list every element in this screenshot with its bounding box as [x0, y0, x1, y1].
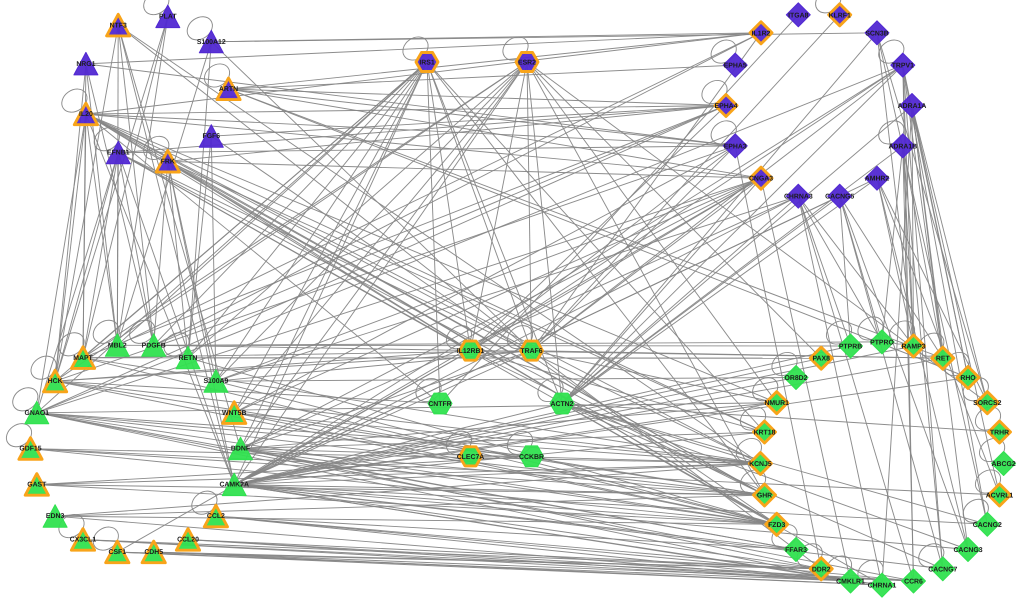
svg-text:DDR2: DDR2 [812, 566, 831, 573]
svg-text:KRT18: KRT18 [754, 430, 776, 437]
svg-text:ESR2: ESR2 [518, 60, 536, 67]
svg-text:TRPV1: TRPV1 [892, 63, 914, 70]
svg-text:PDGFB: PDGFB [142, 342, 166, 349]
svg-text:GAST: GAST [27, 482, 47, 489]
svg-text:ABCG2: ABCG2 [992, 461, 1016, 468]
svg-text:IL20: IL20 [79, 111, 93, 118]
svg-text:ACTN2: ACTN2 [551, 401, 574, 408]
svg-text:CNTFR: CNTFR [428, 401, 451, 408]
svg-text:CHRNA3: CHRNA3 [784, 194, 813, 201]
svg-text:RET: RET [936, 356, 951, 363]
svg-text:CACNG5: CACNG5 [825, 194, 854, 201]
svg-text:ADRA1A: ADRA1A [898, 103, 927, 110]
svg-text:WNT5B: WNT5B [222, 410, 247, 417]
svg-text:CDH5: CDH5 [144, 549, 163, 556]
svg-text:S100A9: S100A9 [203, 378, 228, 385]
svg-text:TRAF6: TRAF6 [520, 348, 542, 355]
svg-text:CACNG3: CACNG3 [953, 547, 982, 554]
svg-text:FFAR3: FFAR3 [785, 547, 807, 554]
svg-text:IRS1: IRS1 [419, 60, 434, 67]
svg-text:SCN3B: SCN3B [865, 30, 888, 37]
svg-text:PTPRB: PTPRB [839, 344, 862, 351]
svg-text:FRK: FRK [161, 158, 175, 165]
svg-text:HCK: HCK [48, 378, 63, 385]
svg-text:ADRA1B: ADRA1B [888, 143, 917, 150]
svg-text:RHO: RHO [960, 375, 976, 382]
svg-text:CCR6: CCR6 [904, 579, 923, 586]
svg-text:IL12RB1: IL12RB1 [457, 348, 485, 355]
svg-text:GHR: GHR [757, 493, 772, 500]
svg-text:CACNG2: CACNG2 [973, 522, 1002, 529]
svg-text:EFNB1: EFNB1 [107, 150, 130, 157]
svg-text:EPHA5: EPHA5 [724, 63, 747, 70]
svg-text:FGF6: FGF6 [202, 133, 220, 140]
svg-text:PTPRO: PTPRO [870, 339, 894, 346]
svg-text:TRHR: TRHR [990, 430, 1009, 437]
svg-text:S100A12: S100A12 [197, 39, 226, 46]
svg-text:EPHA3: EPHA3 [724, 143, 747, 150]
svg-text:MBL2: MBL2 [108, 342, 127, 349]
svg-text:CACNG7: CACNG7 [928, 566, 957, 573]
svg-text:CMKLR1: CMKLR1 [836, 579, 865, 586]
svg-text:CCL2: CCL2 [207, 513, 225, 520]
svg-text:GNAO1: GNAO1 [25, 410, 50, 417]
svg-text:CCL20: CCL20 [177, 537, 199, 544]
svg-text:CX3CL1: CX3CL1 [70, 537, 97, 544]
svg-text:ITGA8: ITGA8 [788, 12, 808, 19]
svg-text:PAX8: PAX8 [812, 356, 830, 363]
svg-text:KLRF1: KLRF1 [829, 12, 851, 19]
svg-text:CLEC7A: CLEC7A [457, 454, 485, 461]
svg-text:OR8D2: OR8D2 [785, 375, 808, 382]
svg-text:RETN: RETN [179, 355, 198, 362]
svg-text:ACVRL1: ACVRL1 [986, 493, 1014, 500]
svg-text:IL1R2: IL1R2 [752, 30, 771, 37]
svg-text:KCNJ5: KCNJ5 [749, 461, 772, 468]
svg-text:EDN3: EDN3 [46, 513, 65, 520]
svg-text:PLAT: PLAT [159, 14, 177, 21]
svg-text:CNGA3: CNGA3 [749, 176, 773, 183]
svg-text:CHRNA1: CHRNA1 [868, 583, 897, 590]
svg-text:NMUR1: NMUR1 [764, 400, 789, 407]
svg-text:CCKBR: CCKBR [519, 454, 544, 461]
svg-text:BDNF: BDNF [231, 446, 250, 453]
svg-text:MAPT: MAPT [73, 355, 93, 362]
svg-text:NTF3: NTF3 [110, 22, 127, 29]
svg-text:GDF15: GDF15 [19, 446, 41, 453]
svg-text:SORCS2: SORCS2 [973, 400, 1002, 407]
svg-text:ARTN: ARTN [219, 86, 238, 93]
svg-text:AMHR2: AMHR2 [865, 176, 890, 183]
svg-text:CSF1: CSF1 [108, 549, 126, 556]
svg-text:NRG1: NRG1 [76, 61, 95, 68]
svg-text:FZD3: FZD3 [768, 522, 785, 529]
svg-text:EPHA4: EPHA4 [715, 103, 738, 110]
svg-text:CAMK2A: CAMK2A [219, 482, 249, 489]
svg-text:RAMP3: RAMP3 [901, 344, 925, 351]
